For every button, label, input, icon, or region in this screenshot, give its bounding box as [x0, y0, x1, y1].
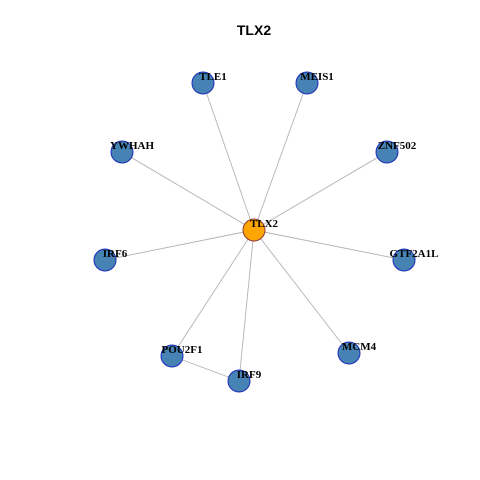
node-gtf2a1l[interactable]: [392, 248, 416, 272]
node-label-ywhah: YWHAH: [110, 140, 154, 152]
node-label-tle1: TLE1: [199, 71, 227, 83]
node-pou2f1[interactable]: [160, 344, 184, 368]
node-label-gtf2a1l: GTF2A1L: [390, 248, 439, 260]
node-tlx2[interactable]: [242, 218, 266, 242]
edge-tlx2-mcm4: [253, 229, 350, 354]
edge-tlx2-gtf2a1l: [253, 229, 405, 261]
node-label-irf9: IRF9: [237, 369, 262, 381]
edge-tlx2-ywhah: [121, 151, 255, 231]
node-label-pou2f1: POU2F1: [162, 344, 203, 356]
node-label-mcm4: MCM4: [342, 341, 377, 353]
graph-title: TLX2: [237, 22, 271, 38]
node-meis1[interactable]: [295, 71, 319, 95]
node-tle1[interactable]: [191, 71, 215, 95]
node-label-znf502: ZNF502: [378, 140, 417, 152]
edge-tlx2-pou2f1: [171, 229, 255, 357]
edge-tlx2-meis1: [253, 82, 308, 231]
node-label-tlx2: TLX2: [250, 218, 279, 230]
edge-tlx2-irf9: [238, 229, 255, 382]
edge-tlx2-znf502: [253, 151, 388, 231]
node-irf6[interactable]: [93, 248, 117, 272]
edge-tlx2-irf6: [104, 229, 255, 261]
node-irf9[interactable]: [227, 369, 251, 393]
edge-tlx2-tle1: [202, 82, 255, 231]
edges-layer: [104, 82, 405, 382]
node-ywhah[interactable]: [110, 140, 134, 164]
node-label-irf6: IRF6: [103, 248, 128, 260]
node-label-meis1: MEIS1: [300, 71, 334, 83]
node-mcm4[interactable]: [337, 341, 361, 365]
nodes-layer: [93, 71, 416, 393]
edge-pou2f1-irf9: [171, 355, 240, 382]
node-znf502[interactable]: [375, 140, 399, 164]
